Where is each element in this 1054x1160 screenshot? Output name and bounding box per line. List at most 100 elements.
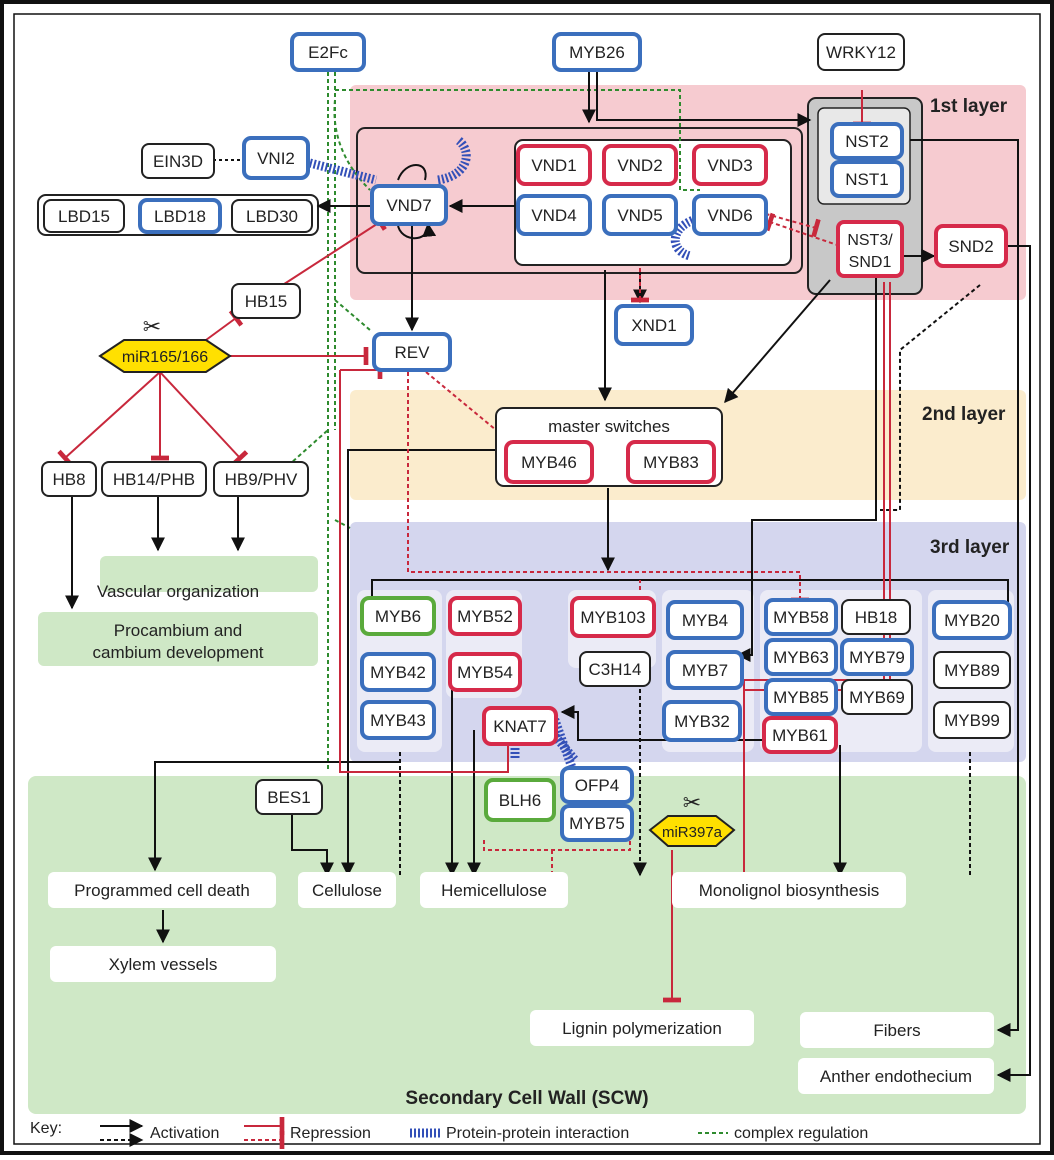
node-myb103: MYB103: [570, 596, 656, 638]
node-lbd18: LBD18: [138, 198, 222, 234]
layer-1-label: 1st layer: [930, 96, 1008, 117]
node-myb99-box: [933, 701, 1011, 739]
node-myb75: MYB75: [560, 804, 634, 842]
node-rev-label: REV: [395, 343, 431, 362]
edge-vnd7-self-ppi: [437, 136, 471, 185]
procambium-line-1: Procambium and: [114, 621, 243, 640]
node-myb69-box: [841, 679, 913, 715]
outcome-xylem: Xylem vessels: [109, 955, 218, 974]
node-myb26-label: MYB26: [569, 43, 625, 62]
node-hb14-label: HB14/PHB: [113, 470, 195, 489]
outcome-anther: Anther endothecium: [820, 1067, 972, 1086]
node-knat7-box: [482, 706, 558, 746]
node-myb42-label: MYB42: [370, 663, 426, 682]
node-myb79: MYB79: [840, 638, 914, 676]
node-blh6-box: [484, 778, 556, 822]
node-vnd2-box: [602, 144, 678, 186]
node-myb61-label: MYB61: [772, 726, 828, 745]
legend: Key: Activation Repression Protein-prote…: [30, 1117, 868, 1149]
node-blh6-label: BLH6: [499, 791, 542, 810]
node-myb58-label: MYB58: [773, 608, 829, 627]
mir165-diamond: [98, 339, 232, 373]
node-vnd3-label: VND3: [707, 156, 752, 175]
node-myb4: MYB4: [666, 600, 744, 640]
node-myb52: MYB52: [448, 596, 522, 636]
node-myb85-box: [764, 678, 838, 716]
edge-ppi-complex-bracket: [483, 840, 631, 851]
node-myb52-label: MYB52: [457, 607, 513, 626]
node-e2fc: E2Fc: [290, 32, 366, 72]
node-vnd7-label: VND7: [386, 196, 431, 215]
legend-activation: Activation: [150, 1125, 219, 1142]
node-myb99-label: MYB99: [944, 711, 1000, 730]
edge-nst-master: [724, 279, 831, 404]
layer3-bracket: [371, 579, 1009, 602]
outcome-fibers: Fibers: [873, 1021, 920, 1040]
node-lbd30: LBD30: [231, 199, 313, 233]
scissors-icon-1: ✂: [143, 314, 161, 339]
node-nst1-box: [830, 160, 904, 198]
node-myb7-label: MYB7: [682, 661, 728, 680]
node-myb69-label: MYB69: [849, 688, 905, 707]
node-snd2-label: SND2: [948, 237, 993, 256]
node-myb6: MYB6: [360, 596, 436, 636]
node-myb58-box: [764, 598, 838, 636]
procambium-line-2: cambium development: [92, 643, 263, 662]
node-vnd1: VND1: [516, 144, 592, 186]
node-myb46-label: MYB46: [521, 453, 577, 472]
node-myb26: MYB26: [552, 32, 642, 72]
node-nst2-label: NST2: [845, 132, 888, 151]
box-cellulose: [298, 872, 396, 908]
node-lbd15: LBD15: [43, 199, 125, 233]
node-hb15-label: HB15: [245, 292, 288, 311]
edge-e2fc-vnd7: [333, 99, 371, 191]
node-c3h14-box: [579, 651, 651, 687]
legend-ppi: Protein-protein interaction: [446, 1125, 629, 1142]
node-wrky12-label: WRKY12: [826, 43, 896, 62]
node-myb32-label: MYB32: [674, 712, 730, 731]
node-lbd18-box: [138, 198, 222, 234]
node-myb99: MYB99: [933, 701, 1011, 739]
node-hb18-label: HB18: [855, 608, 898, 627]
node-hb18-box: [841, 599, 911, 635]
inner-frame: [13, 13, 1041, 1145]
node-myb83-box: [626, 440, 716, 484]
node-hb9-label: HB9/PHV: [225, 470, 298, 489]
node-vni2: VNI2: [242, 136, 310, 180]
node-knat7: KNAT7: [482, 706, 558, 746]
edge-nst3-vnd6: [764, 212, 847, 249]
node-vnd3-box: [692, 144, 768, 186]
node-myb43-box: [360, 700, 436, 740]
node-bes1-box: [255, 779, 323, 815]
node-myb89-label: MYB89: [944, 661, 1000, 680]
node-hb14-box: [101, 461, 207, 497]
node-myb83-label: MYB83: [643, 453, 699, 472]
node-myb103-box: [570, 596, 656, 638]
edge-rev-myb46: [425, 371, 497, 431]
outcome-lignin: Lignin polymerization: [562, 1019, 722, 1038]
node-myb54-box: [448, 652, 522, 692]
node-vnd6-label: VND6: [707, 206, 752, 225]
node-myb20-label: MYB20: [944, 611, 1000, 630]
edge-myb26-nst: [596, 68, 812, 127]
node-vnd7: VND7: [370, 184, 448, 226]
node-myb61-box: [762, 716, 838, 754]
node-ofp4: OFP4: [560, 766, 634, 804]
node-vnd6: VND6: [692, 194, 768, 236]
node-nst1-label: NST1: [845, 170, 888, 189]
node-nst3-snd1: [836, 220, 904, 278]
node-myb42-box: [360, 652, 436, 692]
node-myb20-box: [932, 600, 1012, 640]
node-xnd1-label: XND1: [631, 316, 676, 335]
edge-layer3-pcd: [148, 761, 400, 872]
node-nst1: NST1: [830, 160, 904, 198]
outcome-pcd: Programmed cell death: [74, 881, 250, 900]
node-myb6-box: [360, 596, 436, 636]
node-e2fc-label: E2Fc: [308, 43, 348, 62]
node-vni2-label: VNI2: [257, 149, 295, 168]
outcome-monolignol: Monolignol biosynthesis: [699, 881, 880, 900]
node-myb75-box: [560, 804, 634, 842]
edge-mir165-hb9: [159, 371, 249, 466]
node-myb32: MYB32: [662, 700, 742, 742]
